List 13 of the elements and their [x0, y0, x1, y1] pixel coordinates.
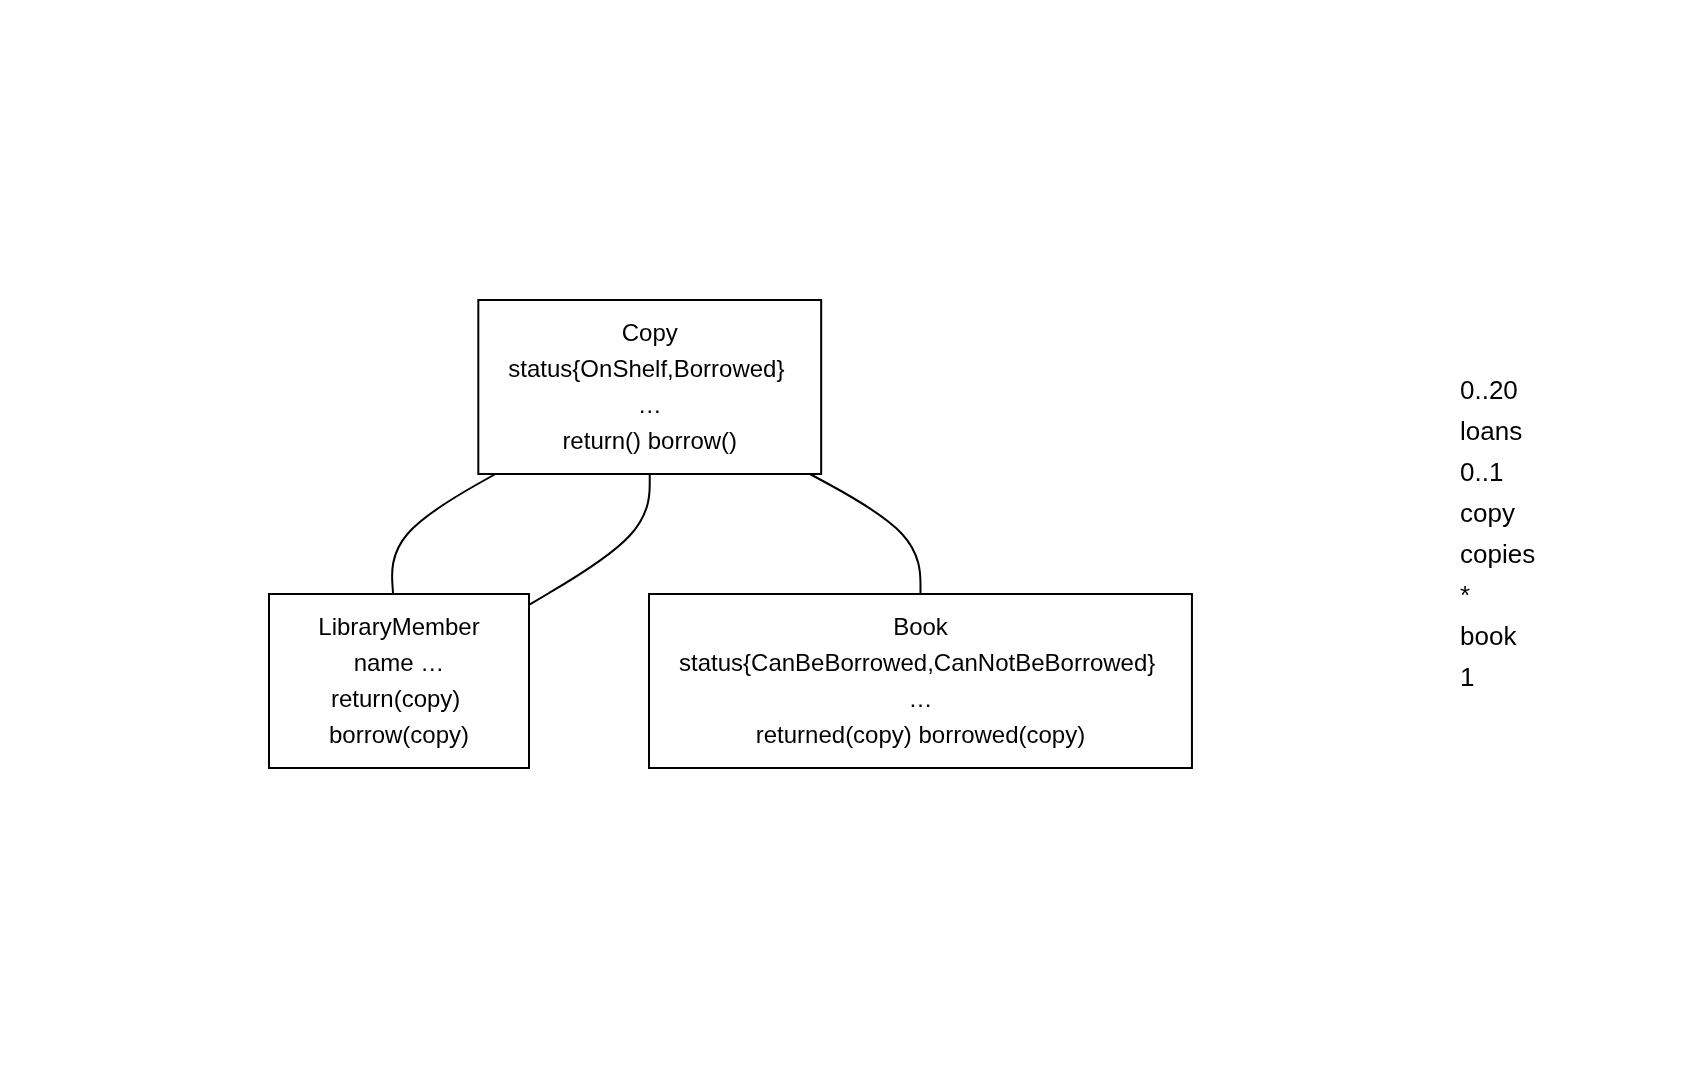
node-box: LibraryMember name … return(copy) borrow(copy): [267, 592, 530, 769]
association-end-label: loans: [1460, 415, 1524, 447]
association-end-label: 0..20: [1460, 374, 1519, 406]
association-end-label: 1: [1460, 661, 1476, 693]
connector: [390, 472, 496, 595]
association-end-label: copies: [1460, 538, 1537, 570]
association-end-label: book: [1460, 620, 1518, 652]
node-box: Book status{CanBeBorrowed,CanNotBeBorrowed} … returned(copy) borrowed(copy): [647, 592, 1193, 769]
node-box: Copy status{OnShelf,Borrowed} … return() borrow(): [476, 298, 822, 475]
association-end-label: copy: [1460, 497, 1516, 529]
connector: [808, 472, 921, 595]
association-end-label: *: [1460, 579, 1472, 611]
association-end-label: 0..1: [1460, 456, 1505, 488]
